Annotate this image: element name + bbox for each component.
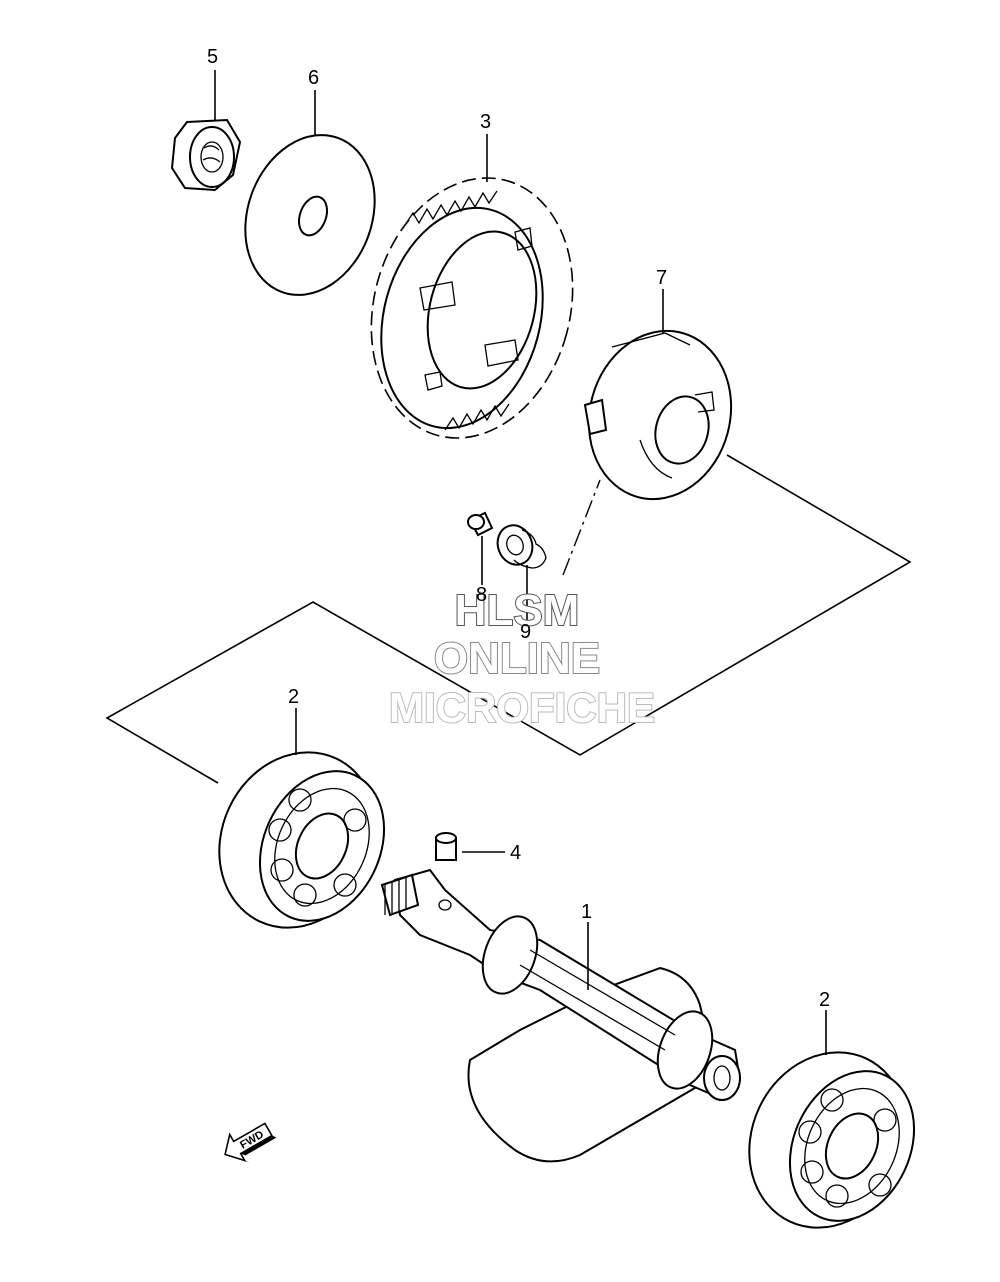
watermark-line-3: MICROFICHE bbox=[389, 684, 655, 731]
watermark: HLSM ONLINE MICROFICHE bbox=[388, 585, 656, 732]
callout-9[interactable]: 9 bbox=[520, 621, 531, 643]
callout-8[interactable]: 8 bbox=[476, 584, 487, 606]
callout-5[interactable]: 5 bbox=[207, 46, 218, 68]
callout-2b[interactable]: 2 bbox=[819, 989, 830, 1011]
callout-4[interactable]: 4 bbox=[510, 842, 521, 864]
part-2-bearing-right[interactable] bbox=[721, 1026, 937, 1253]
callout-3[interactable]: 3 bbox=[480, 111, 491, 133]
part-9-spring[interactable] bbox=[492, 520, 547, 620]
part-6-washer[interactable] bbox=[224, 117, 397, 314]
callout-2a[interactable]: 2 bbox=[288, 686, 299, 708]
part-4-dowel[interactable] bbox=[435, 832, 505, 861]
callout-1[interactable]: 1 bbox=[581, 901, 592, 923]
callout-6[interactable]: 6 bbox=[308, 67, 319, 89]
center-line bbox=[562, 479, 601, 576]
watermark-line-2: ONLINE bbox=[434, 634, 600, 683]
callout-7[interactable]: 7 bbox=[656, 267, 667, 289]
assembly-outline bbox=[105, 454, 912, 784]
part-7-hub[interactable] bbox=[570, 315, 749, 515]
part-3-gear[interactable] bbox=[343, 155, 601, 461]
leader-lines bbox=[214, 70, 827, 1055]
part-2-bearing-left[interactable] bbox=[191, 726, 407, 953]
fwd-arrow-icon: FWD bbox=[224, 1122, 277, 1163]
watermark-line-1: HLSM bbox=[455, 586, 580, 635]
part-5-nut[interactable] bbox=[170, 118, 242, 192]
part-8-pin[interactable] bbox=[467, 511, 494, 585]
part-1-crank-shaft[interactable] bbox=[380, 868, 742, 1163]
